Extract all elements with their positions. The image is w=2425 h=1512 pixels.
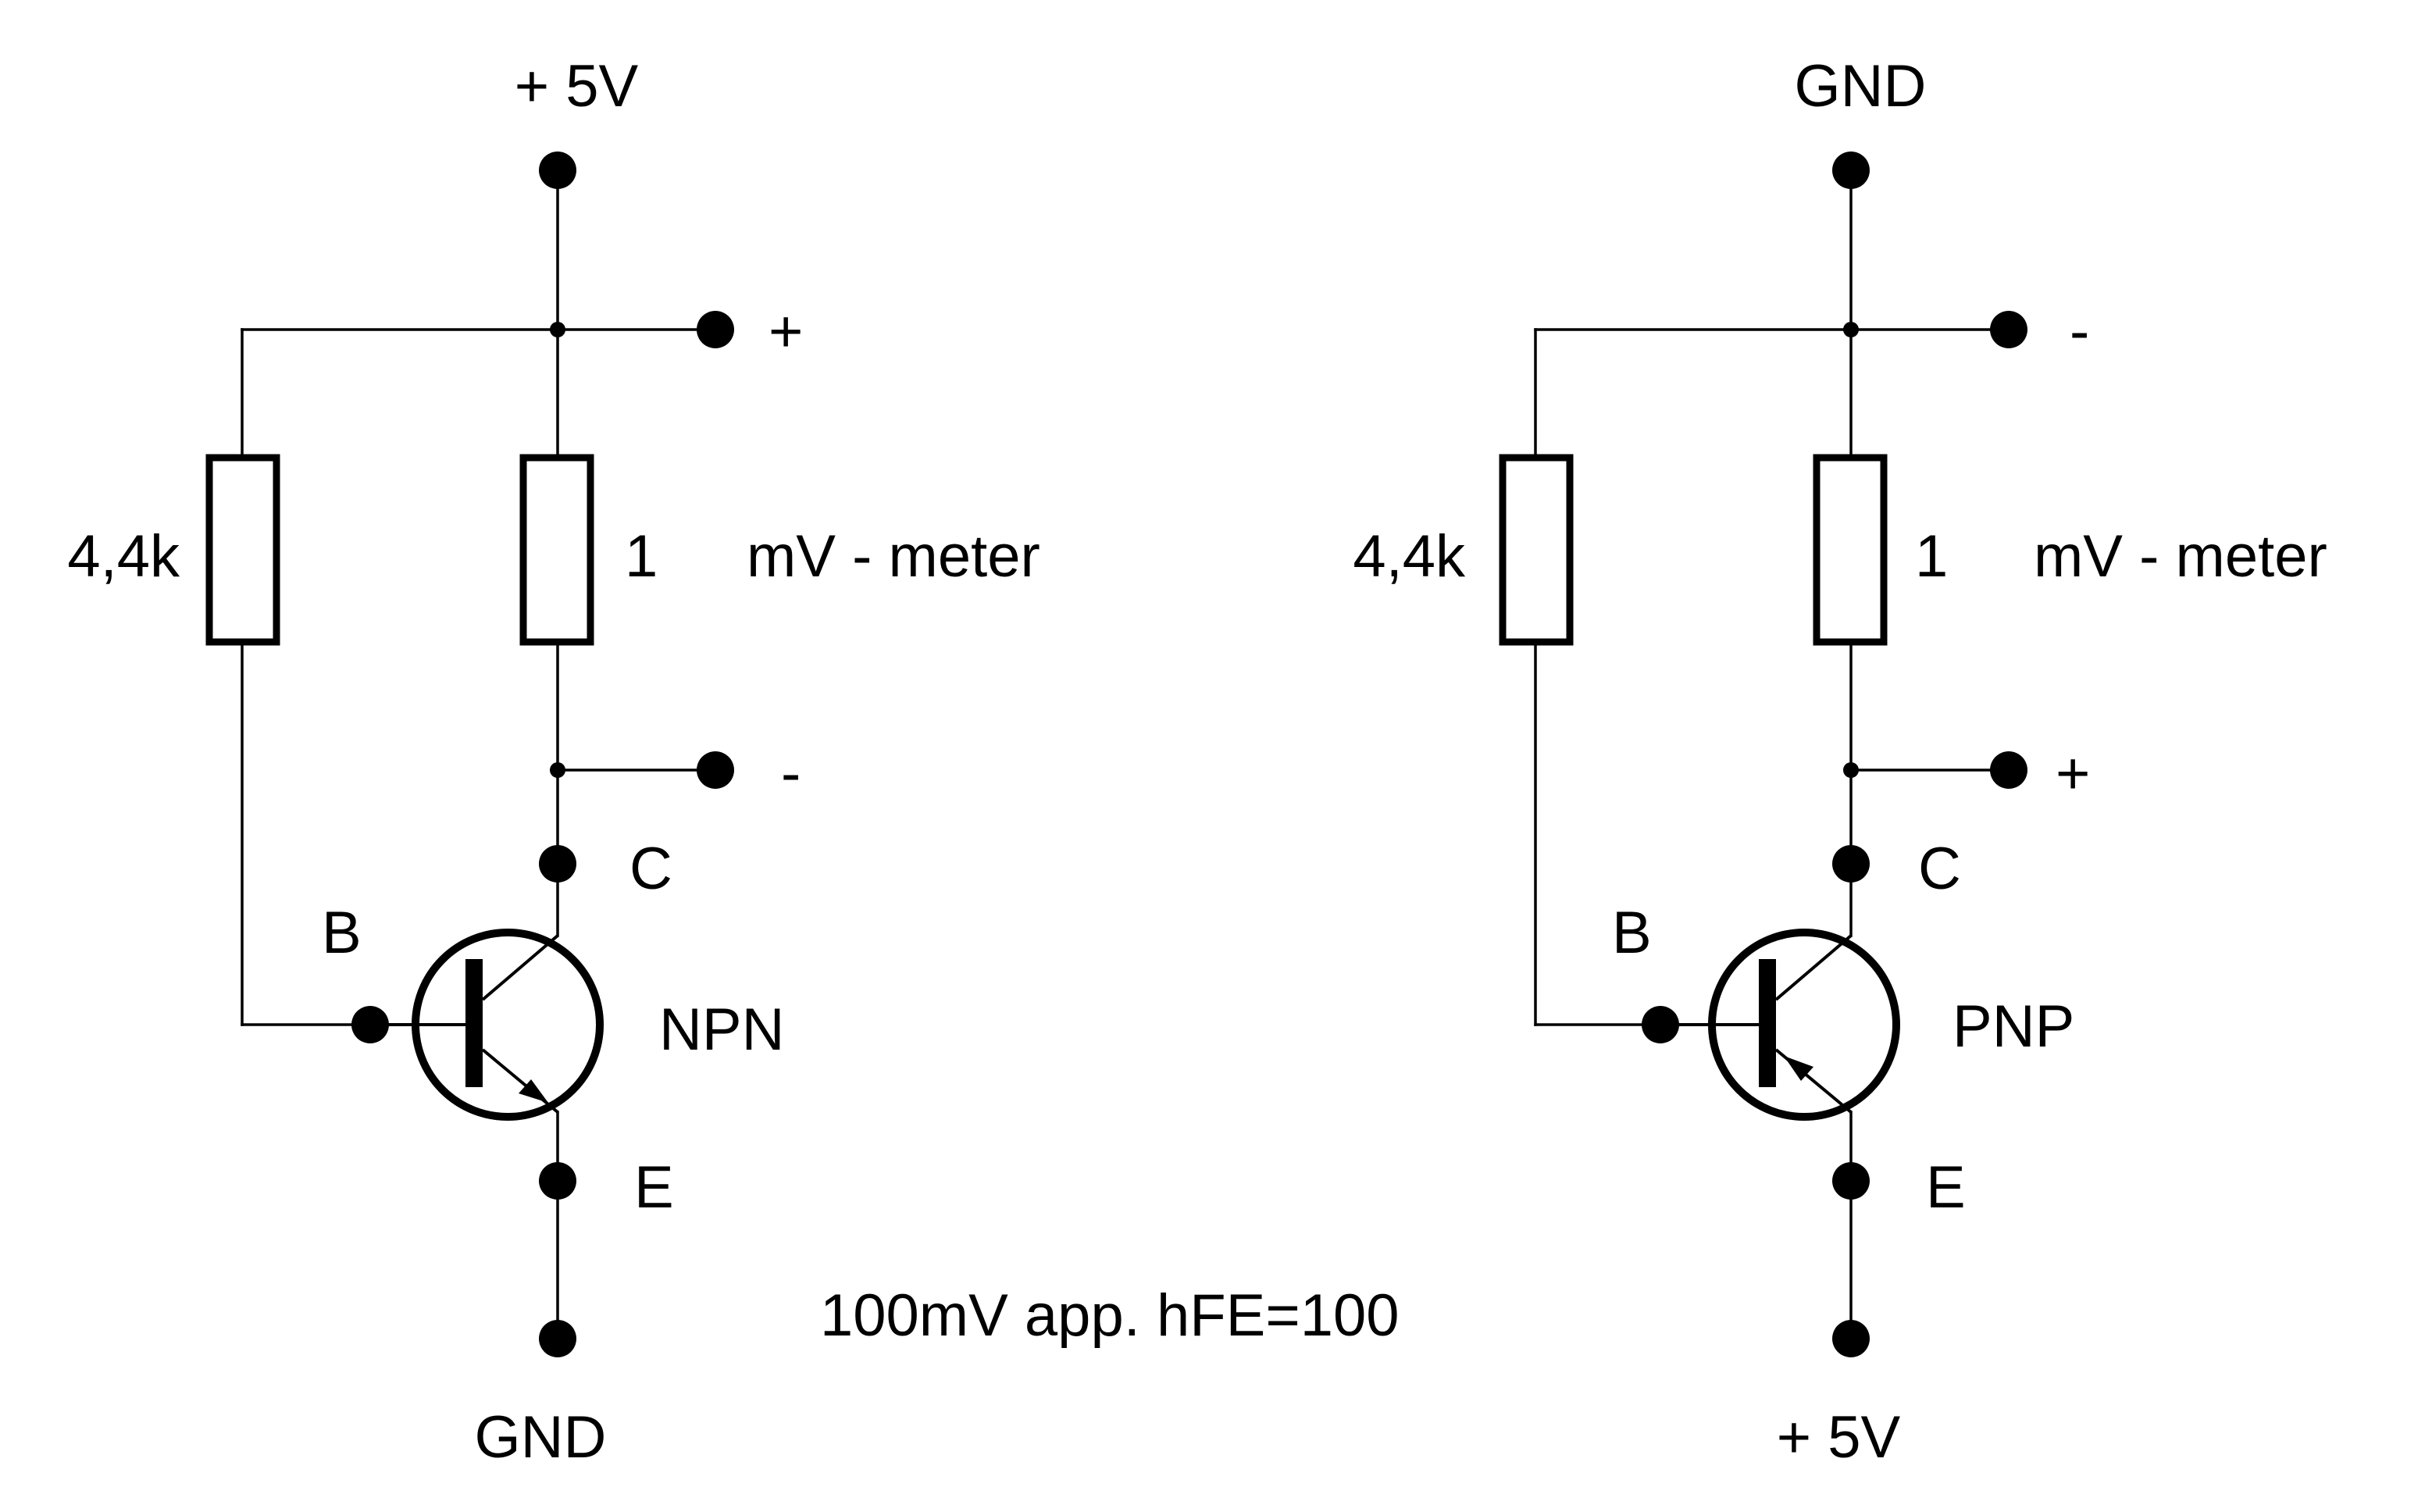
npn-supply-terminal [539,152,576,189]
pnp-meter-bottom-polarity: + [2056,740,2090,807]
npn-emitter-terminal [539,1162,576,1200]
pnp-meter-minus-terminal [1990,311,2027,348]
npn-base-bar [465,959,483,1087]
npn-meter-label: mV - meter [747,523,1040,590]
npn-sense-resistor-label: 1 [625,523,658,590]
pnp-type-label: PNP [1952,993,2074,1060]
npn-bottom-rail-label: GND [475,1404,607,1471]
pnp-top-rail-label: GND [1795,53,1927,119]
pnp-transistor-symbol [1660,929,1900,1121]
npn-base-label: B [322,900,362,966]
pnp-emitter-label: E [1926,1154,1966,1221]
npn-circuit [205,152,734,1357]
pnp-bottom-rail-label: + 5V [1777,1404,1901,1471]
npn-meter-minus-terminal [697,751,734,789]
npn-base-resistor-label: 4,4k [67,523,180,590]
npn-emitter-label: E [634,1154,674,1221]
npn-transistor-symbol [370,929,604,1121]
pnp-base-label: B [1612,900,1652,966]
pnp-meter-plus-terminal [1990,751,2027,789]
pnp-circuit [1499,152,2027,1357]
pnp-sense-resistor [1813,454,1888,646]
pnp-base-resistor-label: 4,4k [1353,523,1466,590]
pnp-base-resistor [1499,454,1574,646]
npn-base-resistor [205,454,280,646]
npn-meter-bottom-polarity: - [781,740,801,807]
pnp-meter-top-polarity: - [2070,298,2089,365]
npn-top-rail-label: + 5V [515,53,639,119]
npn-meter-plus-terminal [697,311,734,348]
pnp-collector-label: C [1918,836,1961,902]
npn-meter-top-polarity: + [769,298,803,365]
pnp-base-bar [1759,959,1776,1087]
npn-collector-terminal [539,845,576,883]
caption: 100mV app. hFE=100 [820,1282,1400,1349]
npn-emitter-arrow [519,1079,548,1103]
npn-sense-resistor [519,454,594,646]
pnp-meter-label: mV - meter [2034,523,2327,590]
pnp-collector-lead [1774,934,1853,1001]
pnp-sense-resistor-label: 1 [1915,523,1948,590]
npn-top-junction [550,322,565,337]
pnp-emitter-terminal [1832,1162,1870,1200]
npn-emitter-lead [481,1048,559,1114]
pnp-supply-terminal [1832,1320,1870,1357]
npn-collector-label: C [629,836,672,902]
npn-bottom-junction [550,762,565,778]
pnp-emitter-arrow [1784,1056,1813,1081]
npn-ground-terminal [539,1320,576,1357]
pnp-collector-terminal [1832,845,1870,883]
pnp-top-junction [1843,322,1859,337]
npn-type-label: NPN [659,997,784,1063]
pnp-ground-terminal [1832,152,1870,189]
pnp-bottom-junction [1843,762,1859,778]
npn-collector-lead [481,934,559,1001]
